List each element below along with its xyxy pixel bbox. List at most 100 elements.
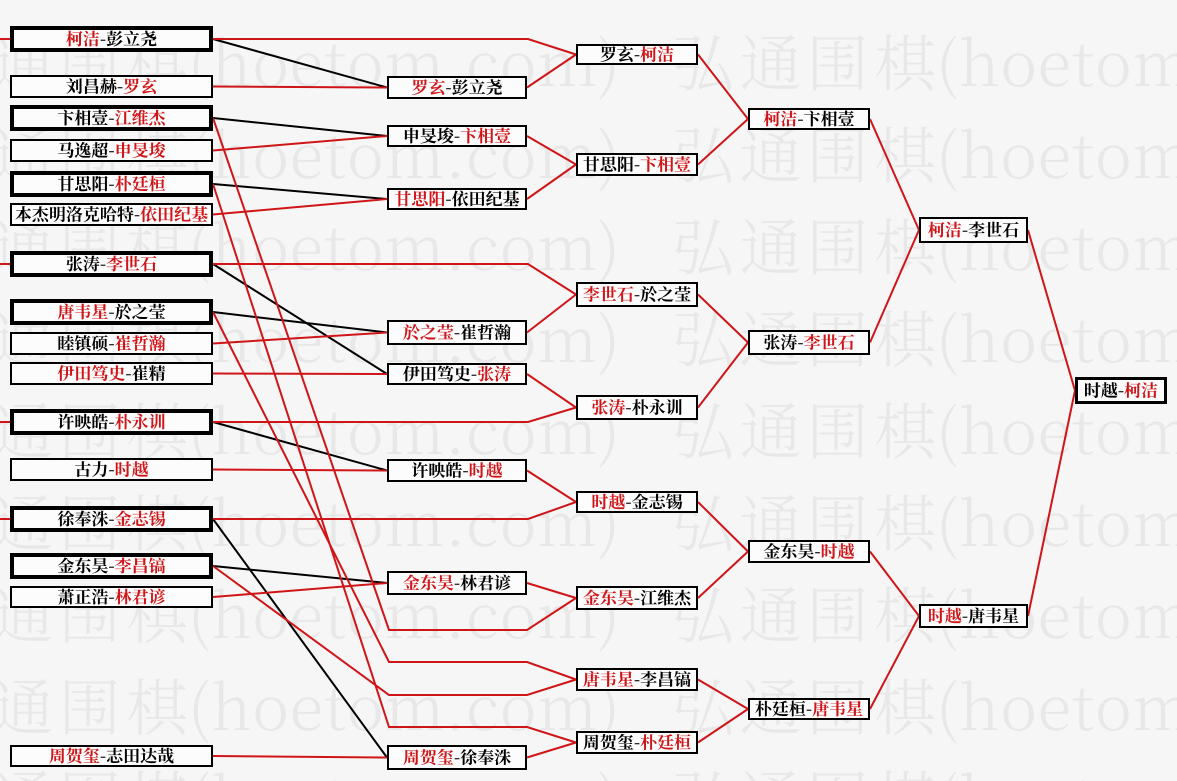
match-label-r3m2: 甘思阳-卞相壹 <box>583 151 691 176</box>
match-label-r1m14: 金东昊-李昌镐 <box>57 552 165 577</box>
link-r3m7-r4m4 <box>697 678 749 710</box>
match-label-r3m8: 周贺玺-朴廷桓 <box>583 729 691 754</box>
loser-name: -彭立尧 <box>100 25 157 50</box>
link-r2m8-r3m8 <box>526 741 577 759</box>
match-label-r3m5: 时越-金志锡 <box>591 488 682 513</box>
winner-name: 卞相壹 <box>640 151 691 176</box>
loser-name: 周贺玺- <box>583 729 640 754</box>
match-label-r6m1: 时越-柯洁 <box>1084 377 1158 402</box>
match-label-r5m1: 柯洁-李世石 <box>928 216 1019 241</box>
connector-lines-layer <box>0 38 1076 759</box>
winner-name: 甘思阳 <box>394 185 445 210</box>
match-label-r2m7: 金东昊-林君谚 <box>403 569 511 594</box>
watermark-text-latin: (hoetom.com) <box>188 107 620 196</box>
match-box-r5m2 <box>919 604 1028 628</box>
loser-name: 萧正浩- <box>57 583 114 608</box>
match-box-r2m1 <box>387 76 527 99</box>
match-box-r2m7 <box>387 571 527 595</box>
match-box-r3m7 <box>576 668 698 691</box>
match-box-r1m16 <box>10 745 213 767</box>
link-r2m5-r3m4 <box>526 373 577 409</box>
loser-name: -崔精 <box>125 360 165 385</box>
match-box-r4m1 <box>748 108 870 130</box>
link-r4m2-r5m1 <box>869 229 920 343</box>
match-box-r3m4 <box>576 395 698 420</box>
link-r2m7-r3m6 <box>526 582 577 599</box>
match-label-r2m6: 许映皓-时越 <box>411 457 502 482</box>
match-box-r1m1 <box>10 26 213 52</box>
match-box-r1m15 <box>10 586 213 608</box>
match-label-r3m1: 罗玄-柯洁 <box>600 41 674 66</box>
loser-name: 甘思阳- <box>583 151 640 176</box>
winner-name: 李世石 <box>106 250 157 275</box>
match-label-r1m7: 张涛-李世石 <box>66 250 157 275</box>
match-label-r3m3: 李世石-於之莹 <box>583 281 691 306</box>
match-box-r1m14 <box>10 553 213 579</box>
loser-name: -朴永训 <box>625 394 682 419</box>
loser-name: 甘思阳- <box>57 170 114 195</box>
watermark-text-latin: (hoetom.com) <box>188 199 620 288</box>
match-box-r1m2 <box>10 75 213 98</box>
winner-name: 依田纪基 <box>140 201 208 226</box>
winner-name: 李世石 <box>583 281 634 306</box>
match-label-r1m10: 伊田笃史-崔精 <box>57 360 165 385</box>
loser-name: -志田达哉 <box>100 742 174 767</box>
match-label-r2m5: 伊田笃史-张涛 <box>403 360 511 385</box>
loser-name: 卞相壹- <box>57 104 114 129</box>
link-r3m1-r4m1 <box>697 53 749 120</box>
match-box-r3m8 <box>576 731 698 754</box>
loser-name: -崔哲瀚 <box>454 319 511 344</box>
loser-name: 张涛- <box>763 329 803 354</box>
link-r3m4-r4m2 <box>697 341 749 409</box>
link-r1m9-r2m4 <box>212 331 388 345</box>
loser-name: 睦镇硕- <box>57 330 114 355</box>
winner-name: 朴廷桓 <box>115 170 166 195</box>
link-r2m2-r3m2 <box>526 135 577 166</box>
match-box-r3m6 <box>576 586 698 610</box>
link-r5m1-r6m1 <box>1027 229 1076 391</box>
watermark-text-latin: (hoetom.com) <box>936 15 1177 104</box>
match-box-r4m4 <box>748 698 870 720</box>
loser-name: 许映皓- <box>411 457 468 482</box>
match-label-r1m2: 刘昌赫-罗玄 <box>66 73 158 98</box>
link-r5m2-r6m1 <box>1027 390 1076 617</box>
winner-name: 唐韦星 <box>583 666 634 691</box>
match-box-r1m7 <box>10 251 213 277</box>
winner-name: 於之莹 <box>403 319 454 344</box>
winner-name: 时越 <box>469 457 503 482</box>
loser-name: 伊田笃史- <box>403 360 477 385</box>
link-r2m1-r3m1 <box>526 53 577 89</box>
winner-name: 朴永训 <box>115 408 166 433</box>
link-r1m16-r2m8 <box>212 755 388 759</box>
link-r1m7-r2m5 <box>212 263 388 375</box>
match-label-r4m3: 金东昊-时越 <box>763 538 854 563</box>
link-r2m6-r3m5 <box>526 469 577 503</box>
loser-name: 马逸超- <box>57 137 114 162</box>
watermark-text-latin: (hoetom.com) <box>936 751 1177 781</box>
winner-name: 朴廷桓 <box>640 729 691 754</box>
match-box-r6m1 <box>1075 377 1167 404</box>
watermark-text-latin: (hoetom.com) <box>188 383 620 472</box>
match-box-r2m6 <box>387 459 527 482</box>
winner-name: 时越 <box>115 456 149 481</box>
link-r1m11-r3m4 <box>213 406 577 423</box>
watermark-text-latin: (hoetom.com) <box>936 107 1177 196</box>
match-box-r2m8 <box>387 745 527 770</box>
match-label-r1m11: 许映皓-朴永训 <box>57 408 165 433</box>
match-box-r5m1 <box>919 217 1028 243</box>
watermark-text-latin: (hoetom.com) <box>936 475 1177 564</box>
match-label-r2m4: 於之莹-崔哲瀚 <box>403 319 511 344</box>
match-box-r3m5 <box>576 491 698 513</box>
link-r1m8-r3m7 <box>212 311 577 681</box>
winner-name: 林君谚 <box>115 583 166 608</box>
link-r3m6-r4m3 <box>697 550 749 599</box>
match-label-r2m3: 甘思阳-依田纪基 <box>394 185 519 210</box>
link-r4m4-r5m2 <box>869 615 920 710</box>
watermark-text-latin: (hoetom.com) <box>936 291 1177 380</box>
winner-name: 罗玄 <box>123 73 158 98</box>
link-r1m14-r2m7 <box>212 565 388 584</box>
winner-name: 伊田笃史 <box>57 360 125 385</box>
match-label-r3m7: 唐韦星-李昌镐 <box>583 666 691 691</box>
link-r1m3-r3m6 <box>212 117 577 631</box>
